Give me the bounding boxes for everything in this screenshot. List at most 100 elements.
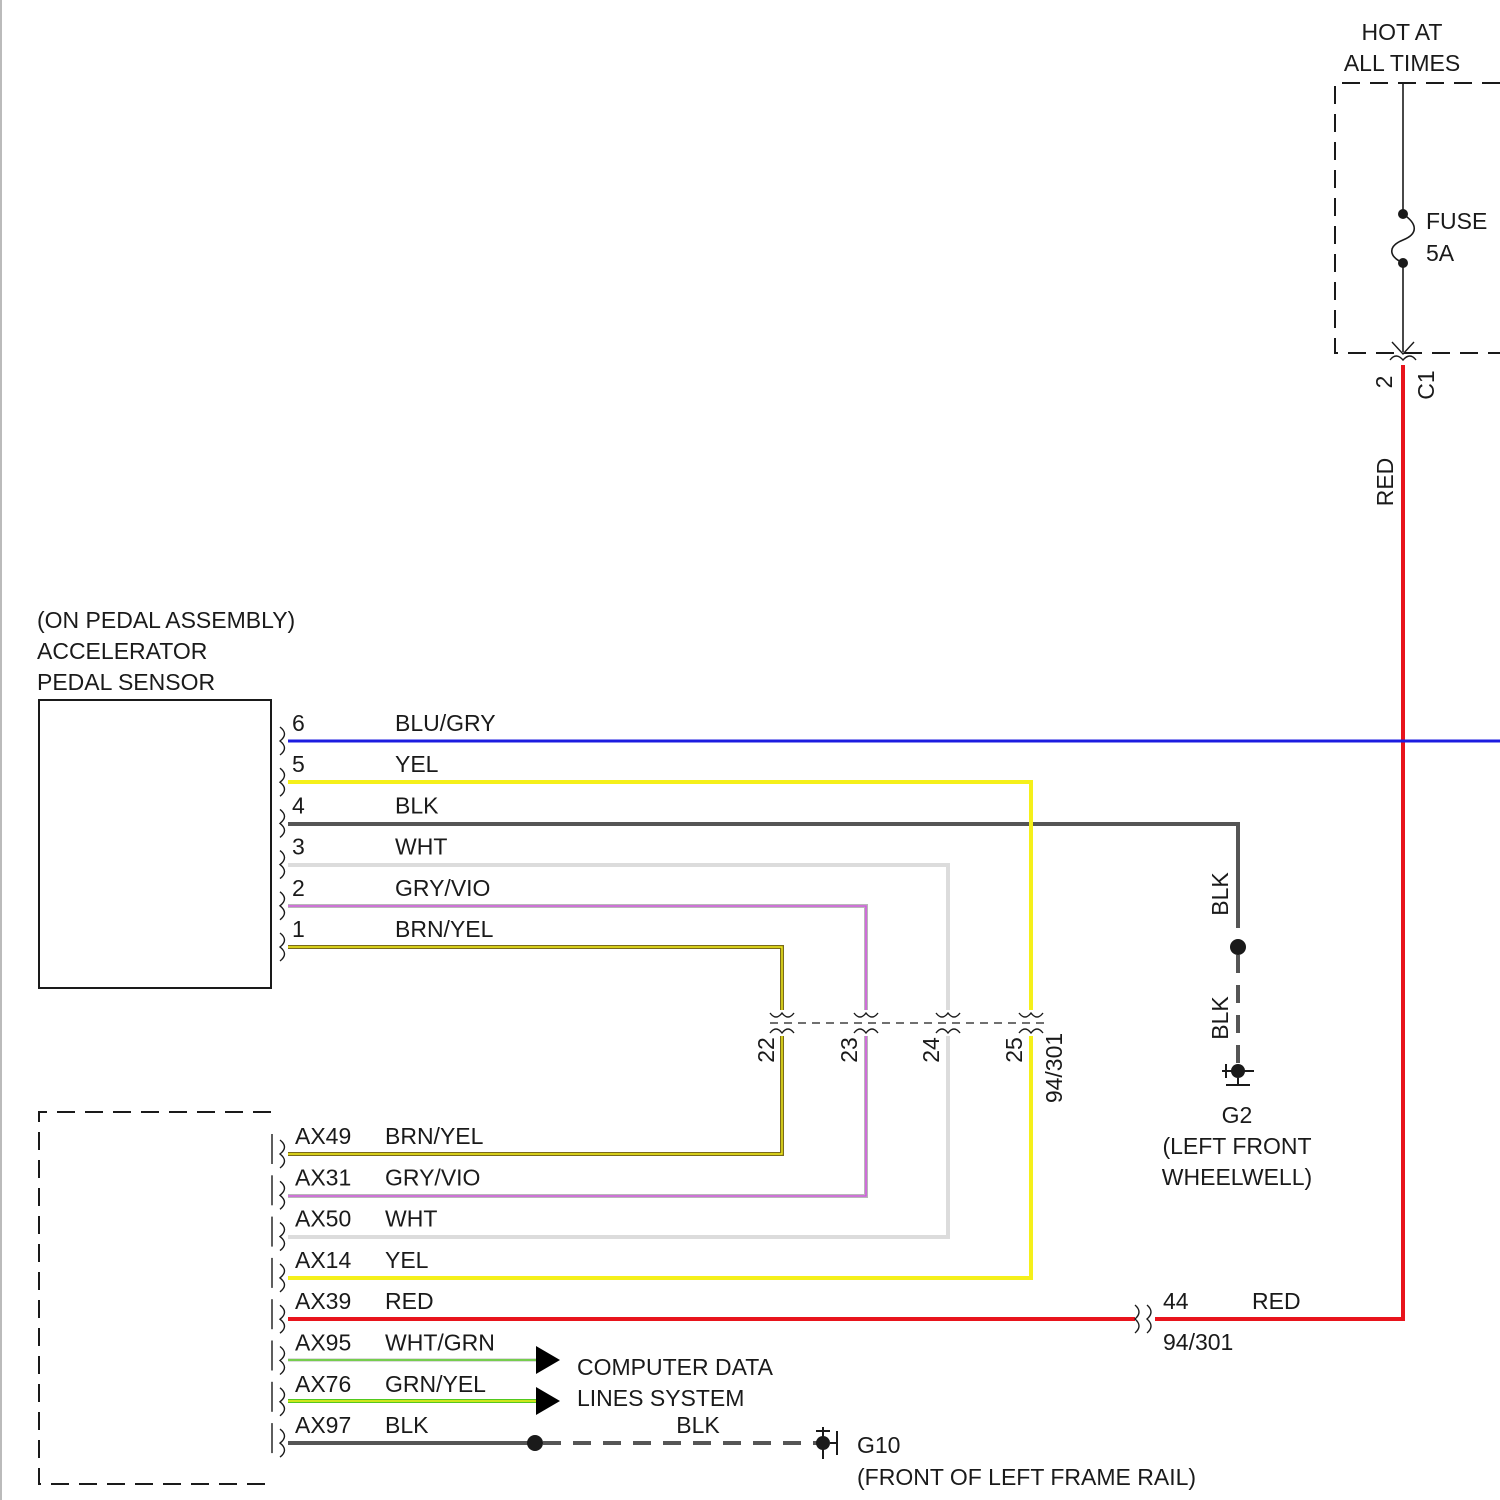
splice-dot-g2 <box>1230 939 1246 955</box>
red-wire-label-right: RED <box>1252 1288 1301 1314</box>
sensor-box <box>39 700 271 988</box>
module-pin-number: AX49 <box>295 1123 351 1149</box>
fuse-icon <box>1392 214 1415 263</box>
wire-brn-yel-ax49-stripe <box>288 1036 782 1154</box>
module-pin-connector-icon <box>280 1140 285 1168</box>
wire-gry-vio-ax31 <box>288 1036 866 1196</box>
blk-wire-label-lower: BLK <box>1207 996 1233 1040</box>
ground-g2-name: G2 <box>1222 1102 1253 1128</box>
module-pin-connector-icon <box>280 1429 285 1457</box>
wires <box>288 365 1500 1459</box>
connector-pin-24-label: 24 <box>918 1037 944 1063</box>
sensor-wire-color-label: BLU/GRY <box>395 710 496 736</box>
sensor-pin-connector-icon <box>280 727 285 755</box>
c1-connector-female-icon <box>1390 356 1416 360</box>
c1-name-label: C1 <box>1413 370 1439 399</box>
red-connector-44: 44 94/301 RED <box>1135 1288 1301 1355</box>
sensor-pin-number: 6 <box>292 710 305 736</box>
wire-yel-ax14 <box>288 1036 1031 1278</box>
sensor-pin-connector-icon <box>280 892 285 920</box>
module-pin-connector-icon <box>280 1223 285 1251</box>
sensor-pin-number: 5 <box>292 751 305 777</box>
blk-wire-label-g10: BLK <box>676 1412 720 1438</box>
sensor-wire-color-label: WHT <box>395 834 447 860</box>
fuse-label: FUSE <box>1426 208 1487 234</box>
module-pin-number: AX31 <box>295 1164 351 1190</box>
sensor-title-line1: (ON PEDAL ASSEMBLY) <box>37 607 295 633</box>
module-pin-connector-icon <box>280 1347 285 1375</box>
connector-pin-25-label: 25 <box>1001 1037 1027 1063</box>
wire-gry-vio-pin2-stripe <box>288 906 866 1010</box>
ground-g2-location-line2: WHEELWELL) <box>1162 1164 1312 1190</box>
red-wire-label-vertical: RED <box>1372 458 1398 507</box>
module-pin-number: AX76 <box>295 1371 351 1397</box>
module-wire-color-label: WHT/GRN <box>385 1330 495 1356</box>
module-box-outline <box>39 1112 271 1484</box>
arrow-icon-ax95 <box>536 1346 560 1374</box>
module-wire-color-label: GRY/VIO <box>385 1164 480 1190</box>
sensor-wire-color-label: BRN/YEL <box>395 916 494 942</box>
c1-pin-label: 2 <box>1371 376 1397 389</box>
red-connector-pin-label: 44 <box>1163 1288 1189 1314</box>
connector-pin-23-label: 23 <box>836 1037 862 1063</box>
sensor-pin-connector-icon <box>280 768 285 796</box>
sensor-wire-color-label: GRY/VIO <box>395 875 490 901</box>
sensor-pins: 6 BLU/GRY 5 YEL 4 BLK 3 WHT 2 GRY/VIO 1 BRN/YEL <box>280 710 496 961</box>
sensor-title-line2: ACCELERATOR <box>37 638 207 664</box>
accelerator-pedal-sensor: (ON PEDAL ASSEMBLY) ACCELERATOR PEDAL SE… <box>37 607 496 988</box>
wire-gry-vio-pin2 <box>288 906 866 1010</box>
sensor-pin-connector-icon <box>280 851 285 879</box>
inline-connector-name: 94/301 <box>1041 1033 1067 1103</box>
blk-wire-label-upper: BLK <box>1207 872 1233 916</box>
module-pin-number: AX50 <box>295 1206 351 1232</box>
wire-wht-pin3 <box>288 865 948 1010</box>
module-wire-color-label: RED <box>385 1288 434 1314</box>
wire-gry-vio-ax31-stripe <box>288 1036 866 1196</box>
sensor-pin-number: 4 <box>292 792 305 818</box>
wire-brn-yel-ax49 <box>288 1036 782 1154</box>
module-pin-number: AX39 <box>295 1288 351 1314</box>
sensor-pin-connector-icon <box>280 933 285 961</box>
ground-g10-labels: G10 (FRONT OF LEFT FRAME RAIL) <box>857 1432 1196 1490</box>
connector-pin-22-label: 22 <box>753 1037 779 1063</box>
sensor-pin-number: 2 <box>292 875 305 901</box>
module-pin-connector-icon <box>280 1181 285 1209</box>
ground-g10-name: G10 <box>857 1432 900 1458</box>
module-wire-color-label: BLK <box>385 1412 429 1438</box>
red-connector-name: 94/301 <box>1163 1329 1233 1355</box>
module-wire-color-label: YEL <box>385 1247 429 1273</box>
module-pin-number: AX97 <box>295 1412 351 1438</box>
sensor-wire-color-label: BLK <box>395 792 439 818</box>
wire-brn-yel-pin1-stripe <box>288 947 782 1010</box>
inline-connector-94-301: 22 23 24 25 94/301 <box>753 1013 1067 1103</box>
sensor-pin-number: 3 <box>292 834 305 860</box>
ground-g2-labels: G2 (LEFT FRONT WHEELWELL) <box>1162 1102 1312 1190</box>
module-pin-connector-icon <box>280 1264 285 1292</box>
splice-dot-g10 <box>527 1435 543 1451</box>
red-connector-female-icon <box>1147 1305 1151 1333</box>
data-lines-label-line2: LINES SYSTEM <box>577 1385 744 1411</box>
sensor-pin-number: 1 <box>292 916 305 942</box>
module-wire-color-label: BRN/YEL <box>385 1123 484 1149</box>
ground-g10-location: (FRONT OF LEFT FRAME RAIL) <box>857 1464 1196 1490</box>
wire-brn-yel-pin1 <box>288 947 782 1010</box>
module-pin-connector-icon <box>280 1388 285 1416</box>
hot-label-line1: HOT AT <box>1362 19 1443 45</box>
sensor-wire-color-label: YEL <box>395 751 439 777</box>
module-pin-number: AX95 <box>295 1330 351 1356</box>
module-wire-color-label: WHT <box>385 1206 437 1232</box>
module-wire-color-label: GRN/YEL <box>385 1371 486 1397</box>
fuse-rating: 5A <box>1426 240 1455 266</box>
sensor-title-line3: PEDAL SENSOR <box>37 669 215 695</box>
ground-g2-location-line1: (LEFT FRONT <box>1162 1133 1311 1159</box>
hot-label-line2: ALL TIMES <box>1344 50 1460 76</box>
module-pin-connector-icon <box>280 1305 285 1333</box>
sensor-pin-connector-icon <box>280 809 285 837</box>
data-lines-label-line1: COMPUTER DATA <box>577 1354 774 1380</box>
arrow-icon-ax76 <box>536 1387 560 1415</box>
red-connector-male-icon <box>1135 1305 1139 1333</box>
fuse-block: HOT AT ALL TIMES FUSE 5A 2 C1 <box>1335 19 1500 400</box>
